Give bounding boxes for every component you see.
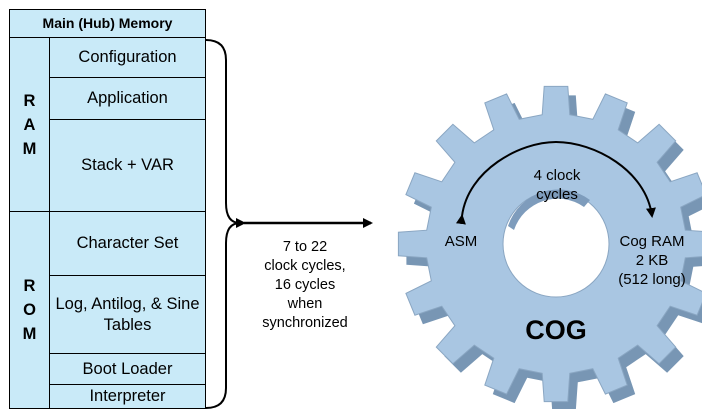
cog-cycle-arrow	[455, 140, 656, 225]
link-text-line: 7 to 22	[282, 239, 328, 255]
link-text-line: 16 cycles	[274, 277, 336, 293]
character-set-block: Character Set	[49, 211, 206, 276]
interpreter-block: Interpreter	[49, 384, 206, 409]
cycle-text-line: cycles	[536, 186, 578, 203]
gear-hub-hole	[502, 190, 610, 298]
gear-hub-shading	[508, 189, 590, 230]
link-text-line: synchronized	[262, 315, 348, 331]
rom-letter: R	[23, 277, 36, 295]
memory-brace	[205, 39, 241, 409]
link-text-line: clock cycles,	[264, 258, 346, 274]
link-description: 7 to 22 clock cycles, 16 cycles when synchro…	[240, 238, 370, 333]
log-antilog-sine-text: Log, Antilog, & Sine Tables	[55, 294, 200, 334]
cog-title: COG	[525, 315, 587, 345]
rom-letter: O	[23, 301, 36, 319]
memory-title: Main (Hub) Memory	[9, 9, 206, 38]
cog-ram-label: Cog RAM 2 KB (512 long)	[604, 232, 700, 289]
cog-cycle-label: 4 clock cycles	[502, 166, 612, 204]
ram-letter: A	[23, 115, 36, 134]
ram-letter: M	[22, 139, 37, 158]
cog-ram-line: (512 long)	[618, 271, 686, 288]
stack-var-block: Stack + VAR	[49, 119, 206, 212]
cycle-text-line: 4 clock	[533, 167, 581, 184]
rom-letter: M	[22, 325, 37, 343]
ram-letter: R	[23, 91, 36, 110]
asm-label: ASM	[444, 233, 478, 250]
cog-ram-line: Cog RAM	[619, 233, 685, 250]
cog-ram-line: 2 KB	[635, 252, 669, 269]
link-text-line: when	[287, 296, 323, 312]
log-antilog-sine-block: Log, Antilog, & Sine Tables	[49, 275, 206, 354]
character-set-text: Character Set	[76, 234, 179, 253]
